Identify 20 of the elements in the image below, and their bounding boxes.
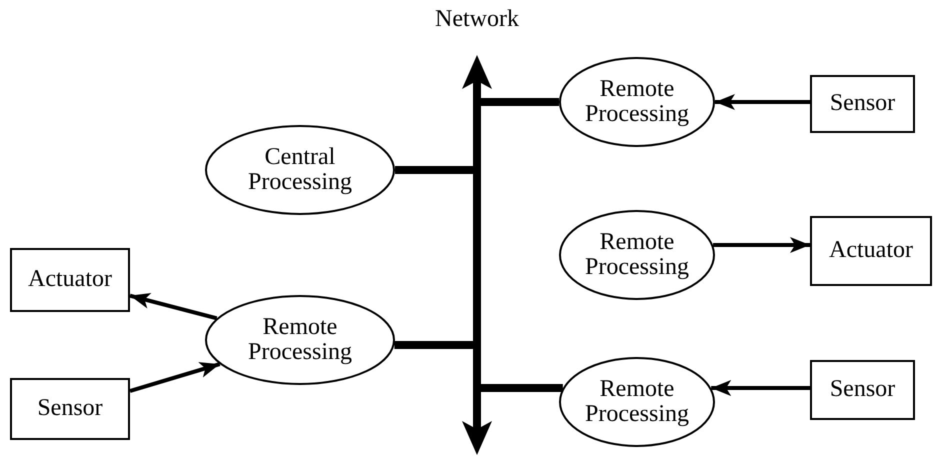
bus-link xyxy=(481,98,559,106)
device-box: Actuator xyxy=(10,248,130,312)
bus-link xyxy=(395,166,473,174)
processing-ellipse: Remote Processing xyxy=(559,57,715,147)
bus-link xyxy=(394,341,473,349)
processing-ellipse: Central Processing xyxy=(205,125,395,215)
processing-ellipse: Remote Processing xyxy=(559,210,715,300)
processing-ellipse: Remote Processing xyxy=(205,295,395,385)
arrow xyxy=(711,380,810,396)
bus-link xyxy=(481,384,563,392)
device-box: Sensor xyxy=(810,360,915,420)
device-box: Sensor xyxy=(10,378,130,440)
arrow xyxy=(713,237,810,253)
processing-ellipse: Remote Processing xyxy=(559,357,715,447)
arrow xyxy=(129,362,220,393)
device-box: Sensor xyxy=(810,75,915,133)
arrow xyxy=(715,94,810,110)
network-label: Network xyxy=(435,7,519,32)
device-box: Actuator xyxy=(810,216,932,286)
arrow xyxy=(130,292,218,320)
